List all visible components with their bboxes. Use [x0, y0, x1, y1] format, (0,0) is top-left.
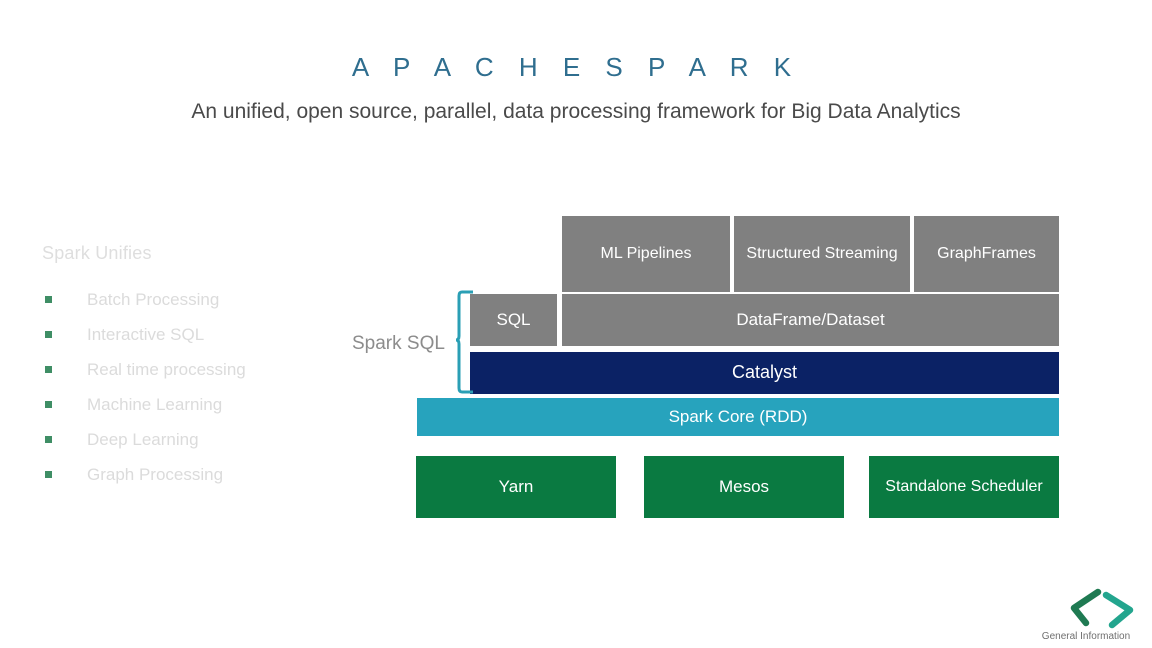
list-item: Graph Processing: [34, 457, 334, 492]
spark-unifies-panel: Spark Unifies Batch Processing Interacti…: [34, 243, 334, 492]
footer-caption: General Information: [1041, 631, 1131, 642]
bullet-label: Deep Learning: [87, 429, 199, 449]
bullet-label: Graph Processing: [87, 464, 224, 484]
bullet-square-icon: [45, 296, 52, 303]
page-title: A P A C H E S P A R K: [351, 52, 801, 82]
general-information-logo-icon: [1070, 588, 1134, 629]
block-spark-core: Spark Core (RDD): [417, 398, 1059, 436]
page-subtitle: An unified, open source, parallel, data …: [191, 100, 961, 123]
brace-icon: [455, 290, 473, 394]
list-item: Interactive SQL: [34, 317, 334, 352]
bullet-square-icon: [45, 401, 52, 408]
block-graphframes: GraphFrames: [914, 216, 1059, 292]
block-structured-streaming: Structured Streaming: [734, 216, 910, 292]
list-item: Machine Learning: [34, 387, 334, 422]
block-standalone-scheduler: Standalone Scheduler: [869, 456, 1059, 518]
block-mesos: Mesos: [644, 456, 844, 518]
block-sql: SQL: [470, 294, 557, 346]
bullets-heading: Spark Unifies: [42, 243, 152, 263]
block-ml-pipelines: ML Pipelines: [562, 216, 730, 292]
block-yarn: Yarn: [416, 456, 616, 518]
bullet-square-icon: [45, 471, 52, 478]
spark-sql-brace-label: Spark SQL: [352, 333, 445, 354]
bullet-label: Machine Learning: [87, 394, 223, 414]
bullet-label: Batch Processing: [87, 289, 220, 309]
bullet-label: Interactive SQL: [87, 324, 205, 344]
block-catalyst: Catalyst: [470, 352, 1059, 394]
bullet-square-icon: [45, 366, 52, 373]
bullet-label: Real time processing: [87, 359, 246, 379]
bullet-square-icon: [45, 436, 52, 443]
bullet-square-icon: [45, 331, 52, 338]
list-item: Real time processing: [34, 352, 334, 387]
list-item: Batch Processing: [34, 282, 334, 317]
block-dataframe-dataset: DataFrame/Dataset: [562, 294, 1059, 346]
list-item: Deep Learning: [34, 422, 334, 457]
